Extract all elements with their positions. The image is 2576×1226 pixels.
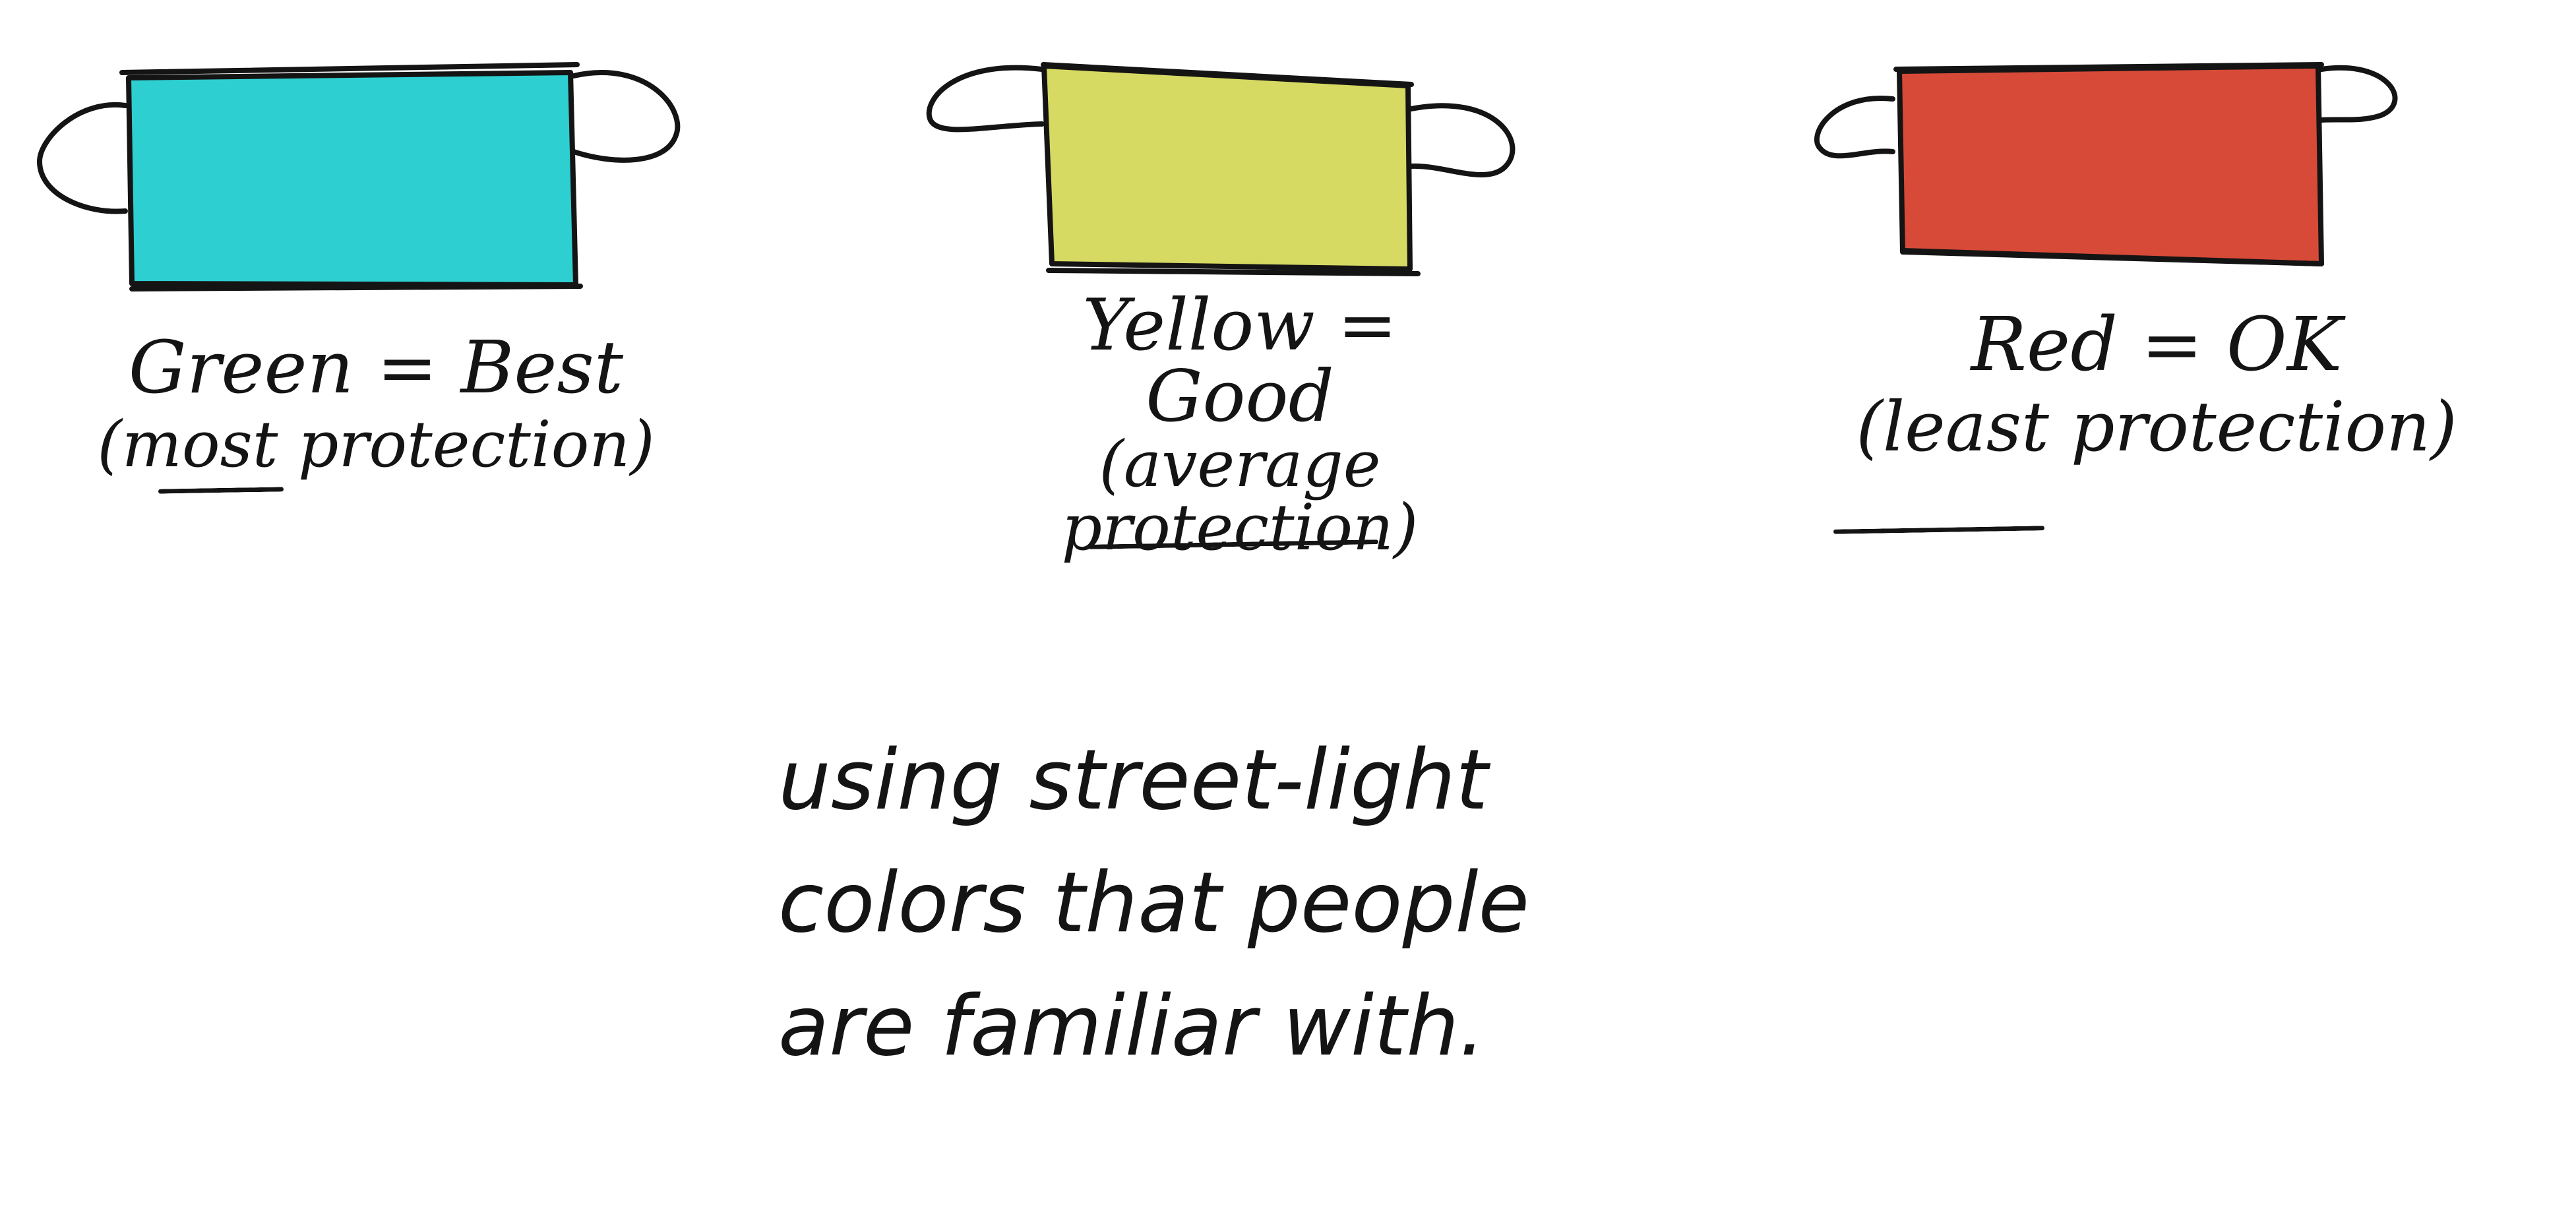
yellow-caption-value: Good	[1146, 355, 1334, 438]
green-mask-icon	[26, 46, 692, 297]
yellow-caption-detail-1: (average	[1099, 427, 1381, 501]
note-line-3: are familiar with.	[778, 977, 1486, 1074]
yellow-mask-left-strap	[926, 65, 1045, 133]
green-caption: Green = Best (most protection)	[79, 326, 673, 481]
red-mask-icon	[1794, 53, 2427, 284]
green-caption-detail: (most protection)	[97, 408, 655, 482]
note-line-1: using street-light	[778, 731, 1488, 828]
note-line-2: colors that people	[778, 854, 1529, 952]
green-emphasis-underline	[158, 487, 284, 494]
red-caption-title: Red = OK	[1971, 302, 2343, 388]
red-emphasis-underline	[1833, 526, 2045, 534]
yellow-mask-right-strap	[1409, 103, 1516, 177]
yellow-caption-detail-2: protection)	[1061, 491, 1419, 565]
red-caption-detail: (least protection)	[1856, 386, 2457, 467]
yellow-mask-body	[1041, 63, 1413, 272]
red-caption: Red = OK (least protection)	[1754, 303, 2559, 466]
yellow-caption-title: Yellow =	[1082, 284, 1397, 367]
red-mask-body	[1897, 63, 2324, 266]
yellow-caption: Yellow = Good (average protection)	[969, 284, 1510, 565]
red-mask-left-strap	[1814, 95, 1895, 159]
green-mask-right-strap	[571, 70, 681, 163]
street-light-note: using street-light colors that people ar…	[778, 719, 1820, 1088]
red-mask-right-strap	[2319, 65, 2398, 123]
yellow-mask-icon	[917, 53, 1537, 290]
green-caption-title: Green = Best	[128, 325, 624, 410]
green-mask-body	[126, 70, 578, 288]
green-mask-left-strap	[37, 102, 128, 214]
